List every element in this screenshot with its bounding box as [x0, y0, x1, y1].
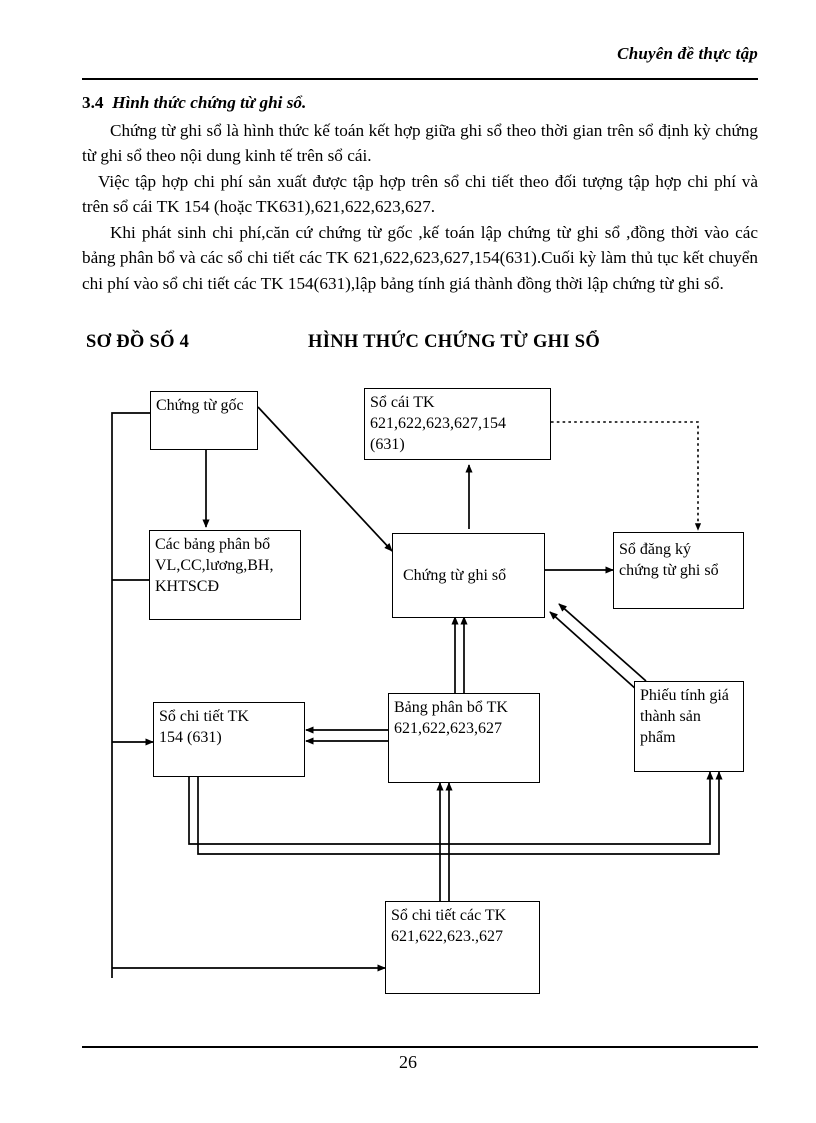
- edge-sochitiet154-to-phieutinhgia-b: [197, 771, 723, 855]
- edge-socai-sodangky-dotted: [544, 418, 702, 531]
- edge-goc-to-chungtughiso: [257, 406, 393, 552]
- section-number: 3.4: [82, 93, 104, 112]
- diagram-title-label: HÌNH THỨC CHỨNG TỪ GHI SỔ: [308, 332, 601, 352]
- page-number: 26: [399, 1052, 417, 1072]
- header-rule: [82, 78, 758, 80]
- running-head: Chuyên đề thực tập: [617, 44, 758, 63]
- body-text-block: 3.4 Hình thức chứng từ ghi sổ. Chứng từ …: [82, 90, 758, 296]
- node-so-chi-tiet-cac-tk: Sổ chi tiết các TK 621,622,623.,627: [385, 901, 540, 994]
- diagram-number-label: SƠ ĐỒ SỐ 4: [86, 332, 190, 352]
- paragraph-3: Khi phát sinh chi phí,căn cứ chứng từ gố…: [82, 222, 758, 293]
- section-title: Hình thức chứng từ ghi sổ.: [112, 93, 307, 112]
- node-so-dang-ky: Sổ đăng ký chứng từ ghi sổ: [613, 532, 744, 609]
- paragraph-1: Chứng từ ghi sổ là hình thức kế toán kết…: [82, 120, 758, 166]
- node-bang-phan-bo-tk: Bảng phân bổ TK 621,622,623,627: [388, 693, 540, 783]
- edge-left-bus: [111, 412, 150, 978]
- node-chung-tu-ghi-so: Chứng từ ghi sổ: [392, 533, 545, 618]
- node-phieu-tinh-gia: Phiếu tính giá thành sản phẩm: [634, 681, 744, 772]
- edge-phieutinhgia-to-chungtughiso-a: [549, 611, 638, 691]
- edge-sochitiet154-to-phieutinhgia-a: [188, 771, 714, 845]
- node-cac-bang-phan-bo: Các bảng phân bổ VL,CC,lương,BH, KHTSCĐ: [149, 530, 301, 620]
- node-so-chi-tiet-154: Sổ chi tiết TK 154 (631): [153, 702, 305, 777]
- node-so-cai: Sổ cái TK 621,622,623,627,154 (631): [364, 388, 551, 460]
- edge-phieutinhgia-to-chungtughiso-b: [558, 603, 647, 682]
- footer-rule: [82, 1046, 758, 1048]
- node-chung-tu-goc: Chứng từ gốc: [150, 391, 258, 450]
- section-heading: 3.4 Hình thức chứng từ ghi sổ.: [82, 90, 758, 116]
- paragraph-2: Việc tập hợp chi phí sản xuất được tập h…: [82, 171, 758, 217]
